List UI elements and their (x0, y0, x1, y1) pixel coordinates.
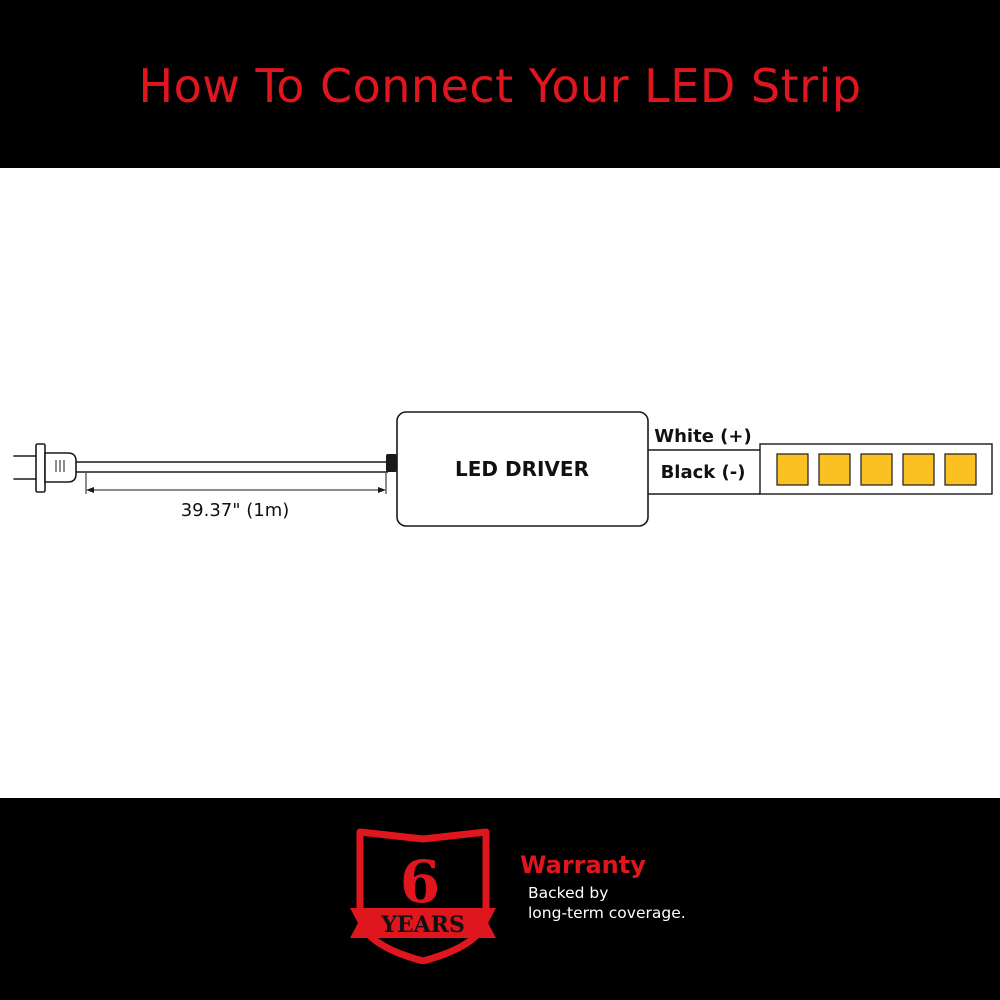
warranty-title: Warranty (520, 851, 646, 879)
warranty-shield-badge: 6 YEARS (350, 828, 496, 964)
led-chips (776, 453, 977, 486)
warranty-description-line-2: long-term coverage. (528, 904, 686, 922)
badge-ribbon (350, 908, 496, 938)
led-chip (776, 453, 809, 486)
led-chip (944, 453, 977, 486)
led-driver-label: LED DRIVER (455, 457, 589, 481)
wire-positive-label: White (+) (654, 426, 751, 447)
connection-diagram: 39.37" (1m) LED DRIVER White (+) Black (… (0, 168, 1000, 798)
led-chip (860, 453, 893, 486)
led-chip (818, 453, 851, 486)
warranty-description-line-1: Backed by (528, 884, 609, 902)
led-chip (902, 453, 935, 486)
cable-length-label: 39.37" (1m) (181, 500, 290, 521)
output-wires (648, 449, 760, 495)
badge-unit: YEARS (380, 912, 465, 938)
cable-length-dimension (85, 473, 387, 494)
power-cable (76, 461, 388, 473)
badge-number: 6 (400, 848, 440, 916)
led-driver-box (396, 411, 649, 527)
power-plug-icon (13, 443, 77, 493)
cable-strain-relief (386, 454, 397, 472)
wire-negative-label: Black (-) (661, 462, 746, 483)
header-band: How To Connect Your LED Strip (0, 0, 1000, 168)
page-title: How To Connect Your LED Strip (138, 59, 862, 113)
footer-band (0, 798, 1000, 1000)
